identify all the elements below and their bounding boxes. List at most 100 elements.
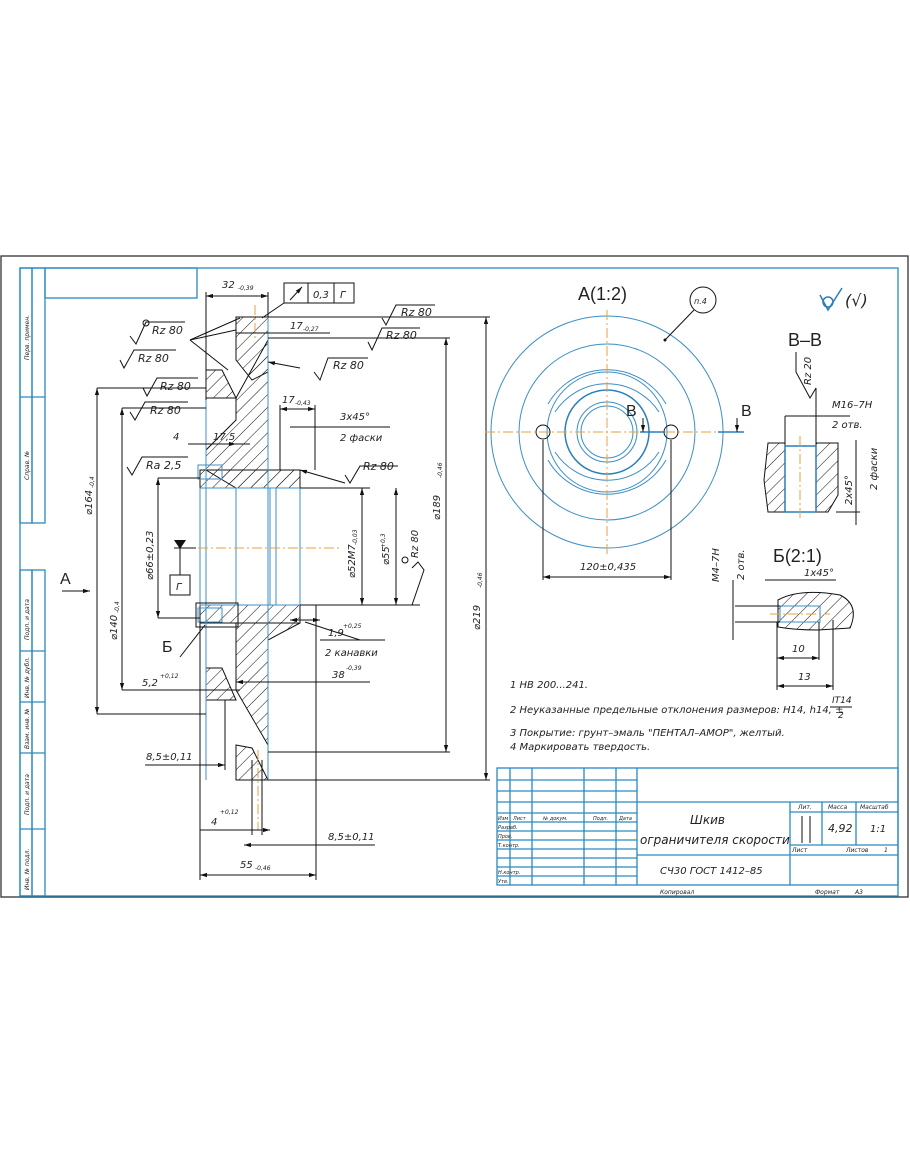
dim-8-5-right: 8,5±0,11 — [328, 832, 375, 843]
role-label: Пров. — [498, 834, 513, 840]
dim-55-len-tol: -0,46 — [255, 865, 271, 872]
dim-38: 38 — [332, 670, 345, 681]
ra25-label: Ra 2,5 — [146, 459, 181, 472]
note-2-denominator: 2 — [838, 711, 844, 721]
format-value: A3 — [854, 889, 863, 896]
sheets-value: 1 — [884, 847, 888, 854]
dim-55: ⌀55 — [381, 546, 392, 565]
header-sign: Подп. — [593, 816, 608, 822]
copied-label: Копировал — [660, 889, 694, 896]
dim-m4-count: 2 отв. — [736, 549, 747, 580]
side-stamp-label: Перв. примен. — [24, 315, 31, 360]
view-a-title: A(1:2) — [578, 284, 627, 304]
dim-120: 120±0,435 — [580, 562, 636, 573]
dim-m4: M4–7H — [711, 548, 722, 582]
part-name-2: ограничителя скорости — [640, 833, 790, 847]
technical-notes: 1 НВ 200...241. 2 Неуказанные предельные… — [510, 680, 852, 753]
main-section-view — [180, 305, 340, 830]
role-label: Разраб. — [498, 825, 518, 831]
dim-32: 32 — [222, 280, 235, 291]
dim-17a-tol: -0,27 — [303, 326, 319, 333]
role-label: Н.контр. — [498, 870, 520, 876]
format-label: Формат — [815, 889, 840, 896]
dim-5-2: 5,2 — [142, 678, 158, 689]
view-arrow-a: А — [60, 571, 71, 588]
rz80-label: Rz 80 — [138, 352, 169, 365]
side-stamp-label: Взам. инв. № — [24, 708, 31, 749]
sheet-border — [0, 255, 909, 898]
side-stamp-label: Подп. и дата — [24, 774, 31, 815]
scale-value: 1:1 — [870, 824, 886, 835]
dim-5-2-tol: +0,12 — [160, 673, 179, 680]
dim-140-tol: -0,4 — [114, 601, 121, 613]
note-3: 3 Покрытие: грунт–эмаль "ПЕНТАЛ–АМОР", ж… — [510, 728, 785, 739]
side-stamp-label: Инв. № дубл. — [24, 657, 31, 698]
dim-17a: 17 — [290, 321, 303, 332]
dim-13: 13 — [798, 672, 811, 683]
dim-m16-count: 2 отв. — [832, 420, 863, 431]
dim-groove: 1,9 — [328, 628, 344, 639]
dim-219: ⌀219 — [472, 605, 483, 630]
title-block: Изм Лист № докум. Подп. Дата Разраб. Про… — [496, 767, 899, 896]
dim-164-tol: -0,4 — [89, 476, 96, 488]
dim-2x45: 2x45° — [844, 475, 855, 505]
dim-164: ⌀164 — [84, 490, 95, 515]
dim-groove-note: 2 канавки — [325, 648, 378, 659]
tolerance-datum: Г — [340, 290, 347, 301]
dim-219-tol: -0,46 — [477, 572, 484, 588]
rz80-label: Rz 80 — [401, 306, 432, 319]
header-izm: Изм — [498, 816, 508, 822]
sheet-label: Лист — [791, 847, 808, 854]
part-name-1: Шкив — [690, 813, 725, 827]
rz20-label: Rz 20 — [803, 357, 814, 385]
roughness-symbols: Rz 80 Rz 80 Rz 80 Rz 80 Rz 80 Rz 80 Rz 8… — [119, 304, 435, 484]
header-doc: № докум. — [542, 816, 568, 822]
datum-label: Г — [176, 582, 183, 593]
dim-66: ⌀66±0,23 — [145, 531, 156, 580]
top-left-box — [44, 267, 198, 299]
dim-52-tol: -0,03 — [352, 529, 359, 545]
dim-17-5: 17,5 — [213, 432, 235, 443]
tolerance-frame: 0,3 Г — [261, 282, 355, 319]
note-2: 2 Неуказанные предельные отклонения разм… — [510, 705, 843, 716]
rz80-label: Rz 80 — [386, 329, 417, 342]
runout-icon — [289, 286, 303, 301]
role-label: Утв. — [498, 879, 509, 885]
side-stamp-label: Справ. № — [24, 451, 31, 480]
marker-v-left: В — [626, 403, 637, 420]
dim-4: 4 — [173, 432, 179, 443]
rz80-label: Rz 80 — [150, 404, 181, 417]
role-label: Т.контр. — [498, 843, 520, 849]
section-vv: В–В Rz 20 M16–7H 2 отв. 2x45° 2 фаски — [763, 330, 880, 525]
view-a: A(1:2) В В п.4 120±0,435 — [485, 284, 752, 580]
lit-label: Лит. — [797, 804, 812, 811]
scale-label: Масштаб — [860, 804, 889, 811]
default-roughness: (√) — [819, 287, 868, 312]
dim-38-tol: -0,39 — [346, 665, 362, 672]
dim-17b-tol: -0,43 — [295, 400, 311, 407]
dim-groove-tol: +0,25 — [343, 623, 362, 630]
section-vv-title: В–В — [788, 330, 822, 350]
detail-b-title: Б(2:1) — [773, 546, 822, 566]
dim-17b: 17 — [282, 395, 295, 406]
dim-140: ⌀140 — [109, 615, 120, 640]
mass-label: Масса — [828, 804, 847, 811]
default-roughness-label: (√) — [845, 291, 868, 310]
note-4: 4 Маркировать твердость. — [510, 742, 650, 753]
note-ref: п.4 — [694, 297, 707, 306]
note-1: 1 НВ 200...241. — [510, 680, 588, 691]
dim-10: 10 — [792, 644, 805, 655]
detail-b: Б(2:1) M4–7H 2 отв. 1x45° 10 13 — [711, 546, 854, 690]
dim-32-tol: -0,39 — [238, 285, 254, 292]
main-dimensions: 32 -0,39 0,3 Г 17 -0,27 Rz 80 Rz 80 Rz 8… — [60, 280, 490, 880]
dim-2x45-note: 2 фаски — [869, 447, 880, 490]
material: СЧ30 ГОСТ 1412–85 — [660, 866, 763, 877]
dim-chamfer-note: 2 фаски — [340, 433, 383, 444]
dim-189-tol: -0,46 — [437, 462, 444, 478]
header-list: Лист — [512, 816, 527, 822]
header-date: Дата — [618, 816, 632, 822]
side-stamp-label: Подп. и дата — [24, 599, 31, 640]
dim-55-len: 55 — [240, 860, 253, 871]
side-stamp-label: Инв. № подл. — [24, 849, 31, 890]
